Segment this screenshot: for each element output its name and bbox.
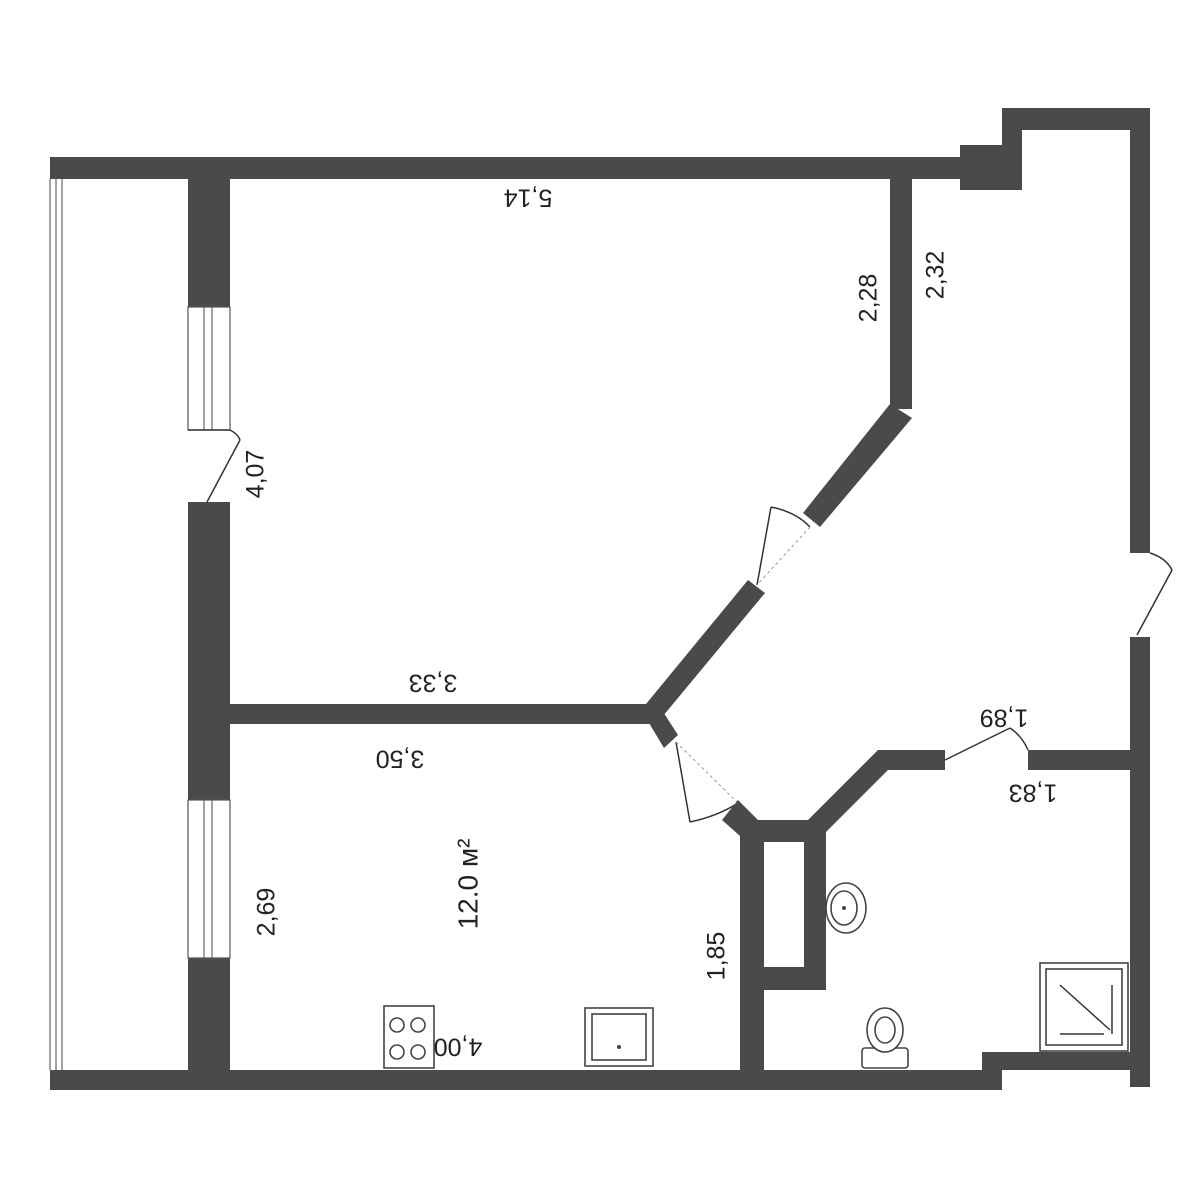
- wall-room-diagonal-lower: [646, 580, 765, 716]
- outer-wall-bottom: [50, 1070, 1002, 1090]
- window-room: [187, 306, 231, 431]
- balcony-glazing: [49, 179, 63, 1070]
- outer-wall-right-lower: [1130, 637, 1150, 1087]
- dim-bath-top-diag: 1,89: [980, 703, 1029, 731]
- outer-wall-top: [50, 157, 960, 179]
- dim-top-room-bottom-width: 3,33: [409, 668, 458, 696]
- dim-top-room-width: 5,14: [504, 183, 553, 211]
- entrance-door: [1136, 552, 1173, 636]
- dim-kitchen-left-height: 2,69: [253, 888, 281, 937]
- wall-room-kitchen: [230, 704, 662, 724]
- wall-room-diagonal-upper: [803, 404, 912, 527]
- dim-kitchen-top-width: 3,50: [376, 744, 425, 772]
- dim-hall-height: 2,32: [922, 251, 950, 300]
- room-door: [756, 506, 811, 586]
- stove: [383, 1005, 435, 1069]
- wall-kitchen-bath: [722, 750, 945, 1070]
- window-kitchen: [187, 799, 231, 959]
- dim-bath-top-width: 1,83: [1009, 778, 1058, 806]
- outer-wall-bottom-right-step: [982, 1052, 1150, 1090]
- dim-top-room-left-height: 4,07: [242, 450, 270, 499]
- wall-bath-top: [1028, 750, 1130, 770]
- dim-kitchen-bottom-width: 4,00: [434, 1032, 483, 1060]
- shower: [1039, 962, 1129, 1052]
- dim-top-room-height-inner: 2,28: [855, 274, 883, 323]
- outer-wall-notch: [960, 108, 1150, 553]
- wall-kitchen-door-stub: [646, 707, 678, 748]
- balcony-wall-mid: [188, 502, 230, 800]
- balcony-wall-bottom: [188, 958, 230, 1070]
- kitchen-sink: [584, 1007, 654, 1067]
- balcony-door: [188, 429, 241, 503]
- bath-shaft: [764, 842, 804, 967]
- bath-door: [944, 727, 1029, 761]
- dim-kitchen-right-height: 1,85: [703, 932, 731, 981]
- bath-sink: [825, 882, 867, 934]
- kitchen-door: [675, 741, 739, 823]
- wall-room-right: [890, 179, 912, 409]
- kitchen-area-label: 12.0 м²: [452, 839, 483, 930]
- toilet: [861, 1007, 909, 1069]
- balcony-wall-top: [188, 179, 230, 307]
